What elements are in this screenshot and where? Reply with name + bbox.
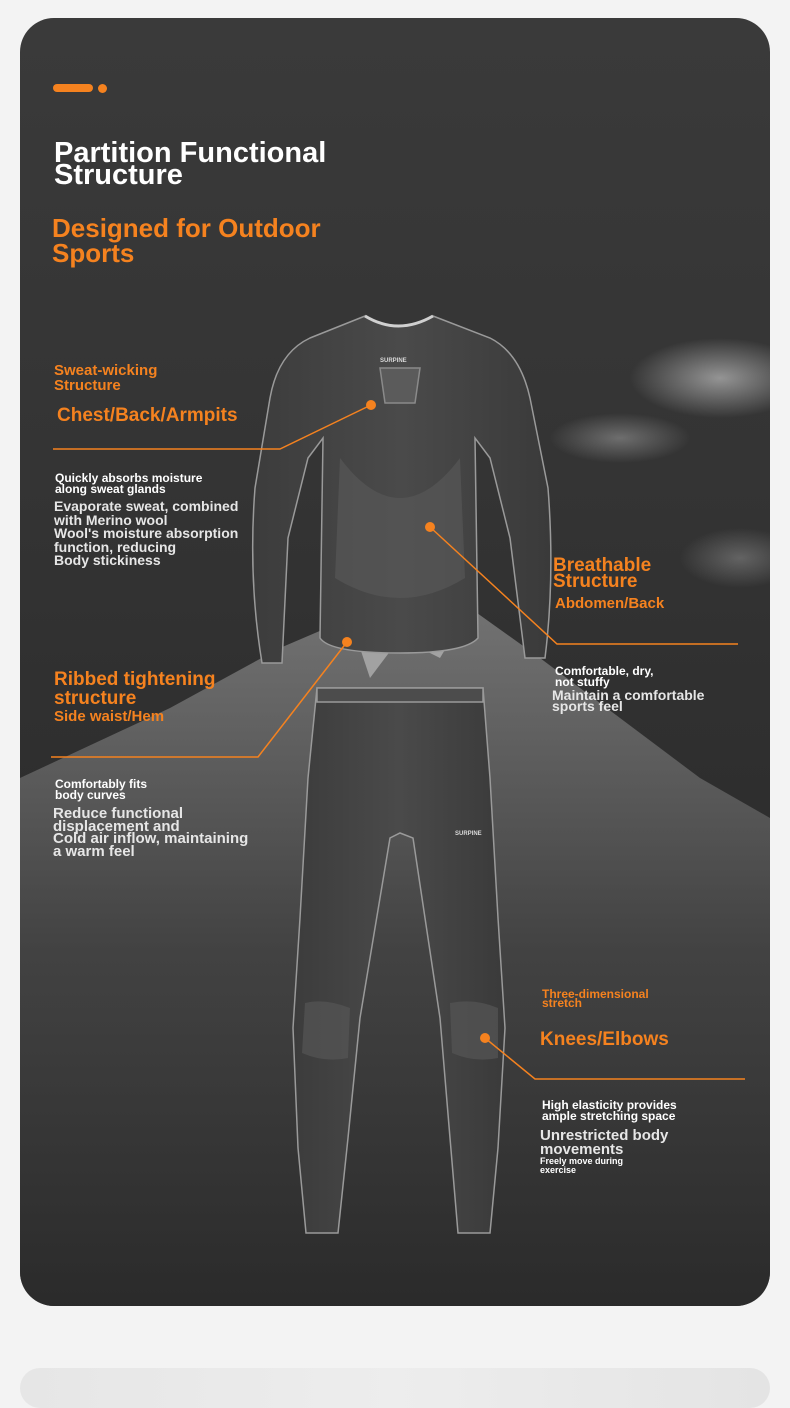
next-section-card: [20, 1368, 770, 1408]
leader-line-breathable: [429, 526, 738, 645]
leader-line-stretch: [484, 1037, 745, 1080]
accent-dot: [98, 84, 107, 93]
feature-zone-ribbed: Side waist/Hem: [54, 708, 165, 725]
page-title: Partition Functional Structure: [54, 137, 327, 191]
marker-dot-ribbed: [342, 637, 352, 647]
page-subtitle: Designed for Outdoor Sports: [52, 213, 321, 268]
feature-desc-stretch: Unrestricted body movements: [540, 1127, 669, 1158]
marker-dot-breathable: [425, 522, 435, 532]
feature-desc-breathable: Maintain a comfortable sports feel: [552, 687, 705, 714]
feature-desc-small-sweat: Quickly absorbs moisture along sweat gla…: [55, 471, 203, 496]
top-logo: SURPINE: [380, 358, 407, 364]
feature-title-stretch: Three-dimensional stretch: [542, 987, 649, 1010]
base-layer-top: SURPINE: [251, 314, 552, 664]
feature-title-ribbed: Ribbed tightening structure: [54, 669, 216, 709]
feature-desc-small-ribbed: Comfortably fits body curves: [55, 777, 148, 802]
feature-desc-small-breathable: Comfortable, dry, not stuffy: [555, 664, 654, 689]
base-layer-bottom: SURPINE: [292, 687, 506, 1234]
feature-title-sweat: Sweat-wicking Structure: [54, 362, 158, 394]
garment-illustration: SURPINE SURPINE: [20, 314, 770, 1306]
feature-desc-ribbed: Reduce functional displacement and Cold …: [53, 805, 249, 860]
marker-dot-sweat: [366, 400, 376, 410]
mountain-shape: [20, 593, 770, 1306]
feature-zone-stretch: Knees/Elbows: [540, 1029, 669, 1050]
feature-desc-tiny-stretch: Freely move during exercise: [540, 1156, 624, 1175]
feature-title-breathable: Breathable Structure: [553, 555, 652, 592]
feature-desc-sweat: Evaporate sweat, combined with Merino wo…: [54, 498, 239, 568]
marker-dot-stretch: [480, 1033, 490, 1043]
feature-zone-breathable: Abdomen/Back: [555, 595, 665, 612]
feature-desc-small-stretch: High elasticity provides ample stretchin…: [542, 1098, 677, 1123]
cloud-shape: [630, 338, 770, 418]
product-info-card: SURPINE SURPINE Partition Functional Str…: [20, 18, 770, 1306]
leader-line-ribbed: [51, 641, 348, 758]
accent-bar: [53, 84, 93, 92]
feature-zone-sweat: Chest/Back/Armpits: [57, 405, 238, 426]
bottom-logo: SURPINE: [455, 831, 482, 837]
leader-line-sweat: [53, 404, 372, 450]
